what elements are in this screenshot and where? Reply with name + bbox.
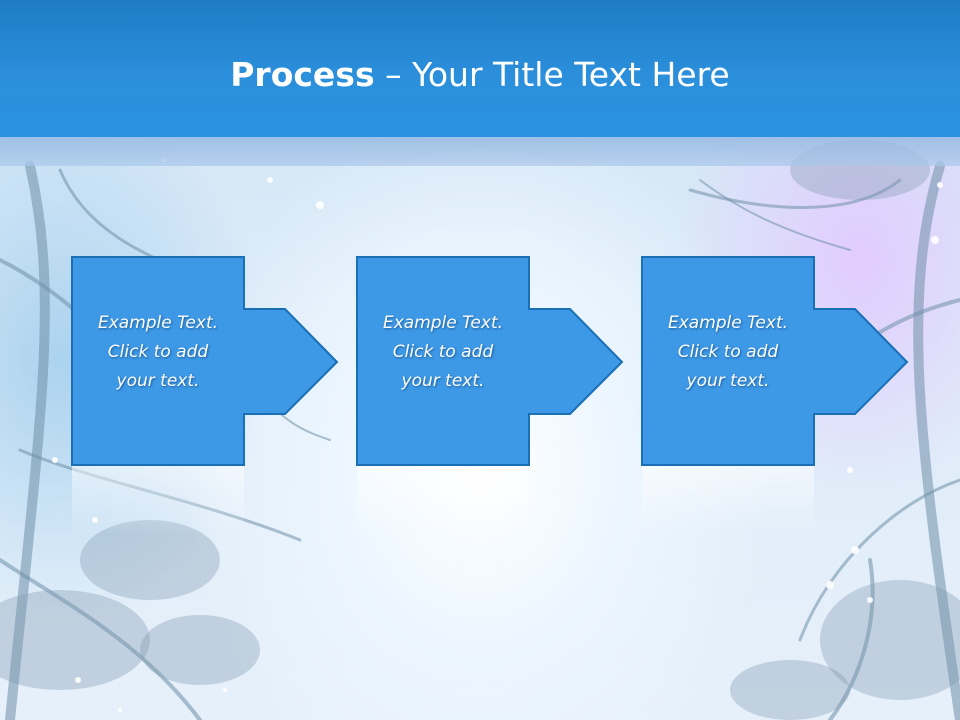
title-rest: Your Title Text Here [412, 55, 730, 94]
process-step-2[interactable]: Example Text. Click to add your text. [356, 256, 647, 537]
process-step-3[interactable]: Example Text. Click to add your text. [641, 256, 932, 537]
process-step-shape [641, 256, 909, 535]
step-1-text[interactable]: Example Text. Click to add your text. [97, 313, 219, 391]
title-separator: – [385, 55, 402, 94]
process-step-shape [356, 256, 624, 535]
process-step-shape [71, 256, 339, 535]
step-2-text[interactable]: Example Text. Click to add your text. [382, 313, 504, 391]
step-3-text[interactable]: Example Text. Click to add your text. [667, 313, 789, 391]
title-underband [0, 137, 960, 166]
slide-title[interactable]: Process – Your Title Text Here [0, 52, 960, 98]
title-bar: Process – Your Title Text Here [0, 0, 960, 137]
process-step-1[interactable]: Example Text. Click to add your text. [71, 256, 362, 537]
title-bold-word: Process [230, 55, 375, 94]
